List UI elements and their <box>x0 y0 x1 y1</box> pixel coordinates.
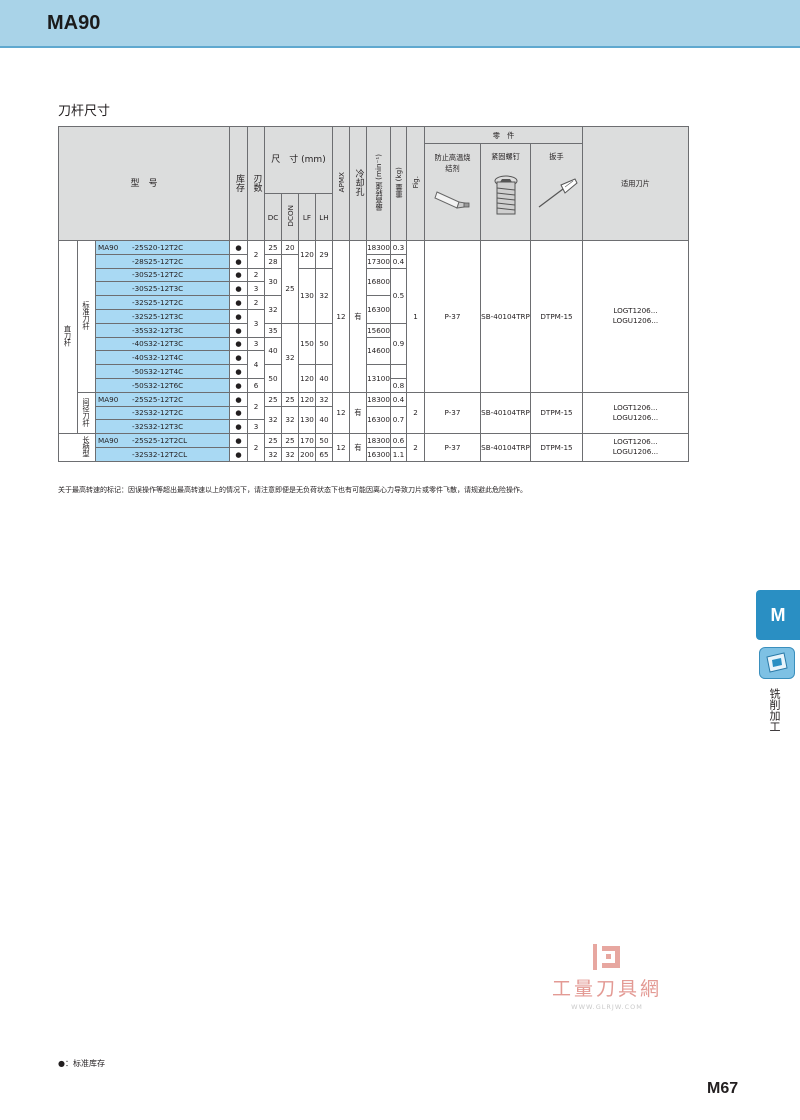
section-title: 刀杆尺寸 <box>58 104 111 119</box>
model-cell: MA90-25S20-12T2C <box>95 240 230 255</box>
watermark-logo-icon <box>593 944 620 970</box>
page-title: MA90 <box>47 12 101 34</box>
side-tab-label: 铣削加工 <box>768 688 781 732</box>
screw-icon <box>494 175 517 215</box>
group-standard: 标准刀杆 <box>77 240 96 393</box>
table-row: 长柄型 MA90-25S25-12T2CL ● 2 25 25 170 50 1… <box>58 433 689 462</box>
insert-cell: LOGT1206...LOGU1206... <box>582 433 689 462</box>
insert-cell: LOGT1206...LOGU1206... <box>582 391 689 435</box>
insert-cell: LOGT1206...LOGU1206... <box>582 240 689 393</box>
th-max-rpm: 最高转速 (min⁻¹) <box>366 126 391 241</box>
th-coolant: 冷却孔 <box>349 126 367 241</box>
group-reduced: 间径刀杆 <box>77 391 96 435</box>
table-row: -30S25-12T3C ● 3 <box>59 281 689 297</box>
stock-mark: ● <box>229 240 248 255</box>
watermark-url: WWW.GLRJW.COM <box>571 1003 643 1011</box>
side-tab-letter[interactable]: M <box>756 590 800 640</box>
wrench-icon <box>538 178 578 208</box>
th-lh: LH <box>315 193 333 241</box>
th-lf: LF <box>298 193 316 241</box>
th-parts: 零 件 <box>424 126 583 144</box>
table-row: -32S25-12T3C ● 3 <box>59 308 689 338</box>
table-row: -50S32-12T4C ● 50 120 40 13100 <box>59 364 689 393</box>
rpm-warning-note: 关于最高转速的标记：因误操作等超出最高转速以上的情况下，请注意即便是无负荷状态下… <box>58 486 527 494</box>
th-part1: 防止高温烧结剂 <box>424 143 481 241</box>
table-row: -50S32-12T6C ● 6 0.8 <box>59 377 689 393</box>
table-row: 间径刀杆 MA90-25S25-12T2C ● 2 25 25 120 32 1… <box>59 391 689 435</box>
th-dcon: DCON <box>281 193 299 241</box>
table-row: -35S32-12T3C ● 35 32 150 50 15600 0.9 <box>59 322 689 393</box>
watermark: 工量刀具網 WWW.GLRJW.COM <box>540 942 674 1011</box>
th-insert: 适用刀片 <box>582 126 689 241</box>
th-part2: 紧固螺钉 <box>480 143 531 241</box>
header-divider <box>0 46 800 48</box>
th-apmx: APMX <box>332 126 350 241</box>
th-teeth: 刃数 <box>247 126 265 241</box>
page-header: MA90 <box>0 0 800 46</box>
th-part3: 扳手 <box>530 143 583 241</box>
watermark-title: 工量刀具網 <box>551 978 662 1000</box>
group-long: 长柄型 <box>58 433 96 462</box>
th-dimensions: 尺 寸 (mm) <box>264 126 333 194</box>
paste-tube-icon <box>433 191 469 209</box>
table-row: 直刀杆 标准刀杆 MA90-25S20-12T2C ● 2 25 20 120 … <box>58 239 689 435</box>
table-row: -32S25-12T2C ● 2 32 16300 <box>59 295 689 324</box>
stock-legend: ●：标准库存 <box>58 1059 105 1068</box>
th-weight: 重量 (kg) <box>390 126 407 241</box>
group-straight: 直刀杆 <box>58 239 78 435</box>
th-model: 型 号 <box>58 126 230 241</box>
table-row: -32S32-12T2CL ● 32 32 200 65 16300 1.1 <box>59 446 689 462</box>
spec-table: 型 号 库存 刃数 尺 寸 (mm) APMX 冷却孔 最高转速 (min⁻¹)… <box>58 126 689 462</box>
page-number: M67 <box>707 1080 739 1097</box>
milling-insert-icon <box>759 647 795 679</box>
th-fig: Fig. <box>406 126 425 241</box>
th-dc: DC <box>264 193 282 241</box>
th-stock: 库存 <box>229 126 248 241</box>
